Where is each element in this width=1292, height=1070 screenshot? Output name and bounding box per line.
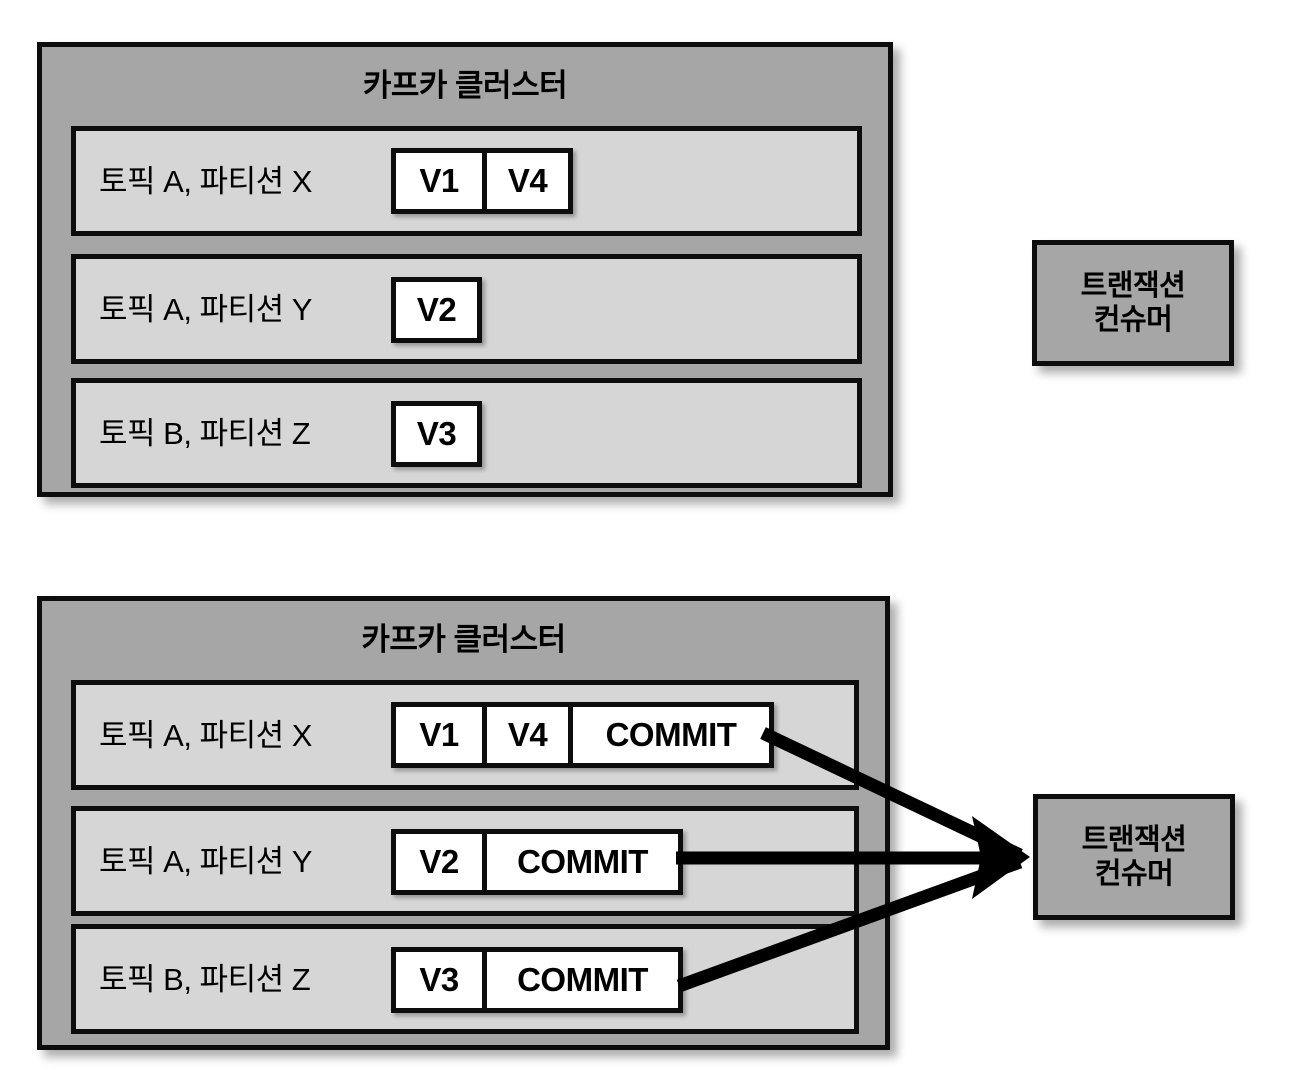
message-strip-topic-a-y-bottom: V2 COMMIT xyxy=(391,829,683,895)
message-strip-topic-a-x-bottom: V1 V4 COMMIT xyxy=(391,702,774,768)
transaction-consumer-label-top: 트랜잭션 컨슈머 xyxy=(1080,269,1186,336)
partition-label: 토픽 B, 파티션 Z xyxy=(99,961,311,997)
cluster-title-bottom: 카프카 클러스터 xyxy=(361,622,566,657)
partition-label: 토픽 B, 파티션 Z xyxy=(99,415,311,451)
message-cell: V4 xyxy=(482,153,568,209)
message-cell: COMMIT xyxy=(568,707,769,763)
message-strip-topic-a-x-top: V1 V4 xyxy=(391,148,573,214)
message-cell: V3 xyxy=(396,952,482,1008)
message-cell: V1 xyxy=(396,707,482,763)
arrowhead-icon xyxy=(972,816,1030,899)
message-cell: V4 xyxy=(482,707,568,763)
partition-label: 토픽 A, 파티션 X xyxy=(99,163,312,199)
message-cell: COMMIT xyxy=(482,834,678,890)
cluster-title-top: 카프카 클러스터 xyxy=(362,68,568,103)
transaction-consumer-top: 트랜잭션 컨슈머 xyxy=(1032,240,1234,366)
message-strip-topic-a-y-top: V2 xyxy=(391,277,482,343)
partition-label: 토픽 A, 파티션 Y xyxy=(99,291,312,327)
partition-label: 토픽 A, 파티션 X xyxy=(99,717,312,753)
transaction-consumer-bottom: 트랜잭션 컨슈머 xyxy=(1033,794,1235,920)
message-cell: V2 xyxy=(396,834,482,890)
message-cell: V3 xyxy=(396,406,477,462)
message-strip-topic-b-z-bottom: V3 COMMIT xyxy=(391,947,683,1013)
kafka-cluster-top: 카프카 클러스터 토픽 A, 파티션 X V1 V4 토픽 A, 파티션 Y V… xyxy=(37,42,893,497)
partition-label: 토픽 A, 파티션 Y xyxy=(99,843,312,879)
message-cell: COMMIT xyxy=(482,952,678,1008)
transaction-consumer-label-bottom: 트랜잭션 컨슈머 xyxy=(1081,823,1187,890)
kafka-cluster-bottom: 카프카 클러스터 토픽 A, 파티션 X V1 V4 COMMIT 토픽 A, … xyxy=(37,596,890,1050)
message-cell: V1 xyxy=(396,153,482,209)
message-strip-topic-b-z-top: V3 xyxy=(391,401,482,467)
partition-row-topic-a-x-top: 토픽 A, 파티션 X xyxy=(71,126,862,236)
message-cell: V2 xyxy=(396,282,477,338)
